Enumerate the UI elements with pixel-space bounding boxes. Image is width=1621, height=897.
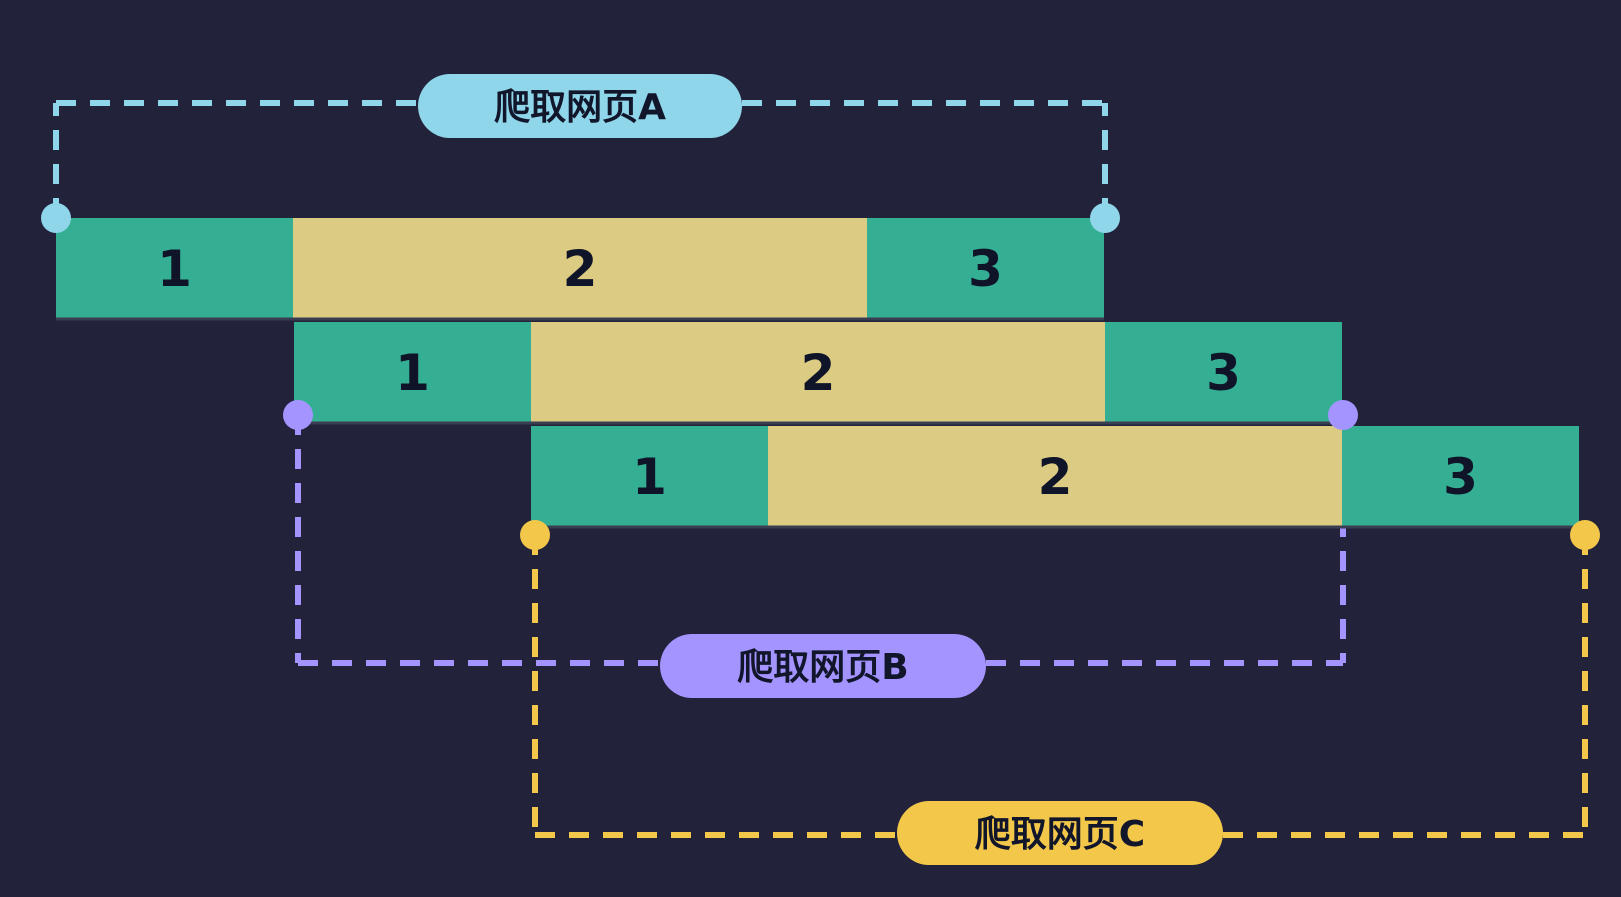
segment-label: 2 — [563, 240, 598, 298]
bracket-end-dot — [1328, 400, 1358, 430]
bracket-marker: 爬取网页C — [520, 520, 1600, 865]
timeline-row: 1 2 3 — [294, 322, 1342, 425]
timeline-row: 1 2 3 — [531, 426, 1579, 529]
bracket-label-pill — [897, 801, 1223, 865]
timeline-rows: 1 2 3 1 2 3 1 2 3 — [56, 218, 1579, 529]
segment-block — [867, 218, 1104, 318]
bracket-start-dot — [41, 203, 71, 233]
segment-block — [1342, 426, 1579, 526]
bracket-outline — [53, 100, 1108, 218]
segment-label: 3 — [968, 240, 1003, 298]
segment-label: 3 — [1443, 448, 1478, 506]
segment-label: 1 — [395, 344, 430, 402]
bracket-start-dot — [283, 400, 313, 430]
segment-block — [293, 218, 867, 318]
bracket-start-dot — [520, 520, 550, 550]
bracket-outline — [532, 535, 1588, 838]
segment-block — [294, 322, 531, 422]
bracket-label-text: 爬取网页B — [737, 647, 908, 688]
bracket-end-dot — [1570, 520, 1600, 550]
bracket-label-text: 爬取网页A — [494, 87, 666, 128]
bracket-label-pill — [660, 634, 986, 698]
segment-block — [56, 218, 293, 318]
bracket-end-dot — [1090, 203, 1120, 233]
segment-block — [1105, 322, 1342, 422]
bracket-labels: 爬取网页A 爬取网页B 爬取网页C — [41, 74, 1600, 865]
segment-label: 1 — [157, 240, 192, 298]
segment-block — [768, 426, 1342, 526]
bracket-marker: 爬取网页B — [283, 400, 1358, 698]
segment-block — [531, 322, 1105, 422]
segment-label: 1 — [632, 448, 667, 506]
segment-block — [531, 426, 768, 526]
bracket-label-pill — [418, 74, 742, 138]
bracket-marker: 爬取网页A — [41, 74, 1120, 233]
bracket-label-text: 爬取网页C — [975, 814, 1145, 855]
segment-label: 3 — [1206, 344, 1241, 402]
segment-label: 2 — [801, 344, 836, 402]
segment-label: 2 — [1038, 448, 1073, 506]
timeline-row: 1 2 3 — [56, 218, 1104, 321]
